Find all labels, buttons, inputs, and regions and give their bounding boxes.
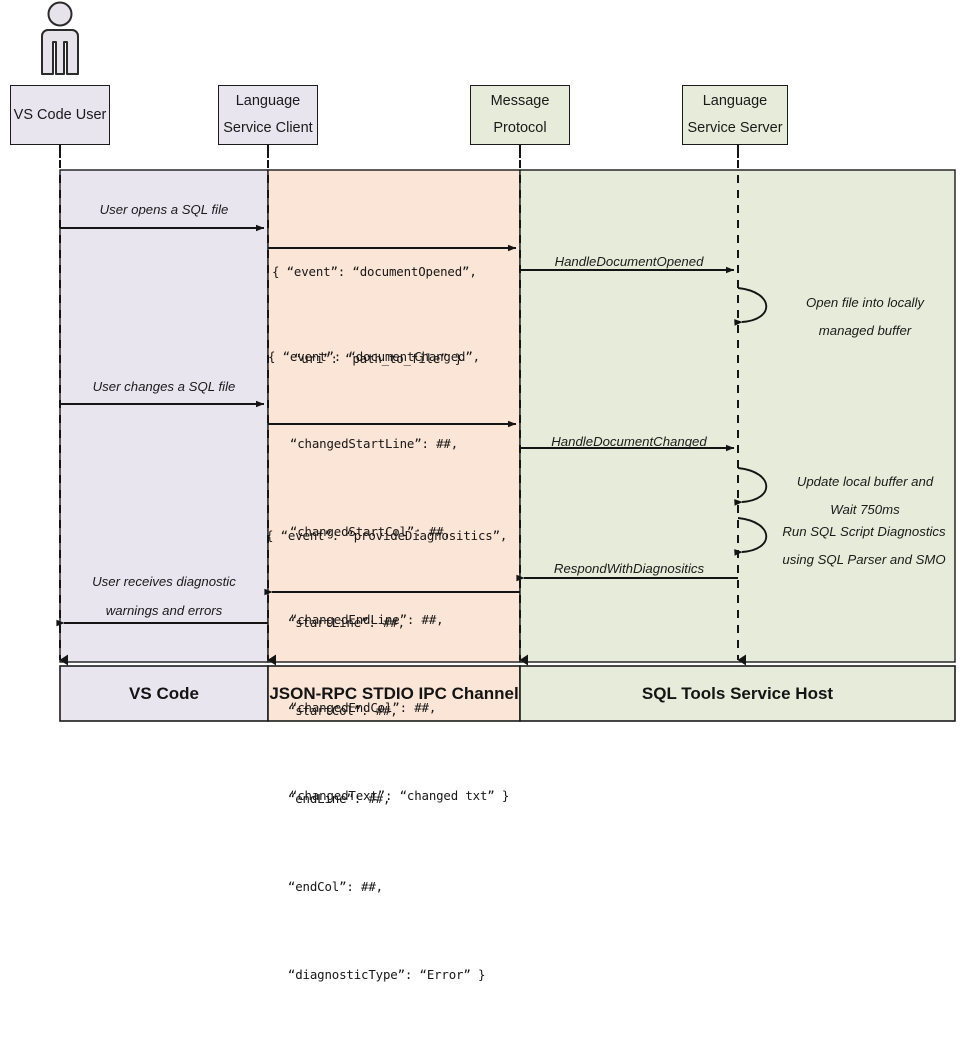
payload-line: “changedEndLine”: ##, [268,611,444,627]
band-label-text: JSON-RPC STDIO IPC Channel [269,683,519,703]
footer-label-sql-tools-service-host: SQL Tools Service Host [520,666,955,721]
label-text: HandleDocumentChanged [551,434,707,449]
diagram-graphics [41,1,956,722]
label-handle-document-opened: HandleDocumentOpened [520,252,738,272]
label-text-line2: warnings and errors [105,603,223,619]
payload-line: “changedStartLine”: ##, [268,436,459,452]
band-json-rpc [267,169,521,663]
note-run-sql-diagnostics: Run SQL Script Diagnostics using SQL Par… [764,518,962,575]
lifelines [59,145,746,666]
participant-label-line1: Language [235,93,301,110]
participant-vs-code-user[interactable]: VS Code User [10,85,110,145]
note-line2: using SQL Parser and SMO [782,552,946,568]
participant-label-line2: Service Client [223,120,313,136]
self-loop-update-buffer [734,467,768,506]
participant-label-line2: Protocol [493,120,547,136]
footer-bands [59,665,956,722]
self-loop-open-file [734,287,768,326]
payload-line: “startCol”: ##, [266,703,398,719]
participant-language-service-server[interactable]: Language Service Server [682,85,788,145]
self-loop-run-diagnostics [734,517,768,556]
footer-label-vs-code: VS Code [60,666,268,721]
lifeline-stubs [59,145,739,158]
sequence-diagram-canvas: VS Code User Language Service Client Mes… [10,1,962,982]
label-respond-with-diagnostics: RespondWithDiagnositics [520,559,738,579]
payload-line: { “event”: “documentOpened”, [272,263,477,279]
note-line2: Wait 750ms [830,502,900,518]
label-handle-document-changed: HandleDocumentChanged [520,432,738,452]
participant-label-line1: Language [702,93,768,110]
label-text: RespondWithDiagnositics [553,561,705,576]
band-vs-code [59,169,269,663]
payload-line: { “event”: “provideDiagnositics”, [266,527,508,543]
payload-line: “changedStartCol”: ##, [268,524,451,540]
participant-label-line2: Service Server [687,120,783,136]
stick-figure-icon [41,1,79,75]
label-text: HandleDocumentOpened [554,254,704,269]
payload-line: “startLine”: ##, [266,615,405,631]
payload-line: “diagnosticType”: “Error” } [266,966,486,982]
band-label-text: VS Code [129,683,199,703]
payload-line: “changedEndCol”: ##, [268,699,437,715]
note-update-buffer-wait: Update local buffer and Wait 750ms [770,468,960,525]
note-open-file-into-buffer: Open file into locally managed buffer [770,289,960,346]
payload-provide-diagnostics: { “event”: “provideDiagnositics”, “start… [266,462,507,1047]
band-label-text: SQL Tools Service Host [641,683,834,703]
label-text: User changes a SQL file [92,379,236,394]
payload-line: { “event”: “documentChanged”, [268,348,480,364]
note-line1: Update local buffer and [796,474,934,489]
label-user-changes-sql-file: User changes a SQL file [60,377,268,397]
participant-label-line1: Message [490,93,550,110]
participant-language-service-client[interactable]: Language Service Client [218,85,318,145]
note-line1: Open file into locally [805,295,925,310]
label-text-line1: User receives diagnostic [92,574,236,589]
payload-line: “uri”: “path_to_file” } [272,351,463,367]
payload-line: “endCol”: ##, [266,878,383,894]
participant-message-protocol[interactable]: Message Protocol [470,85,570,145]
participant-label-line1: VS Code User [13,106,107,123]
note-line2: managed buffer [818,323,912,339]
label-user-opens-sql-file: User opens a SQL file [60,200,268,220]
label-user-receives-diagnostics: User receives diagnostic warnings and er… [60,572,268,622]
payload-line: “endLine”: ##, [266,790,391,806]
footer-label-json-rpc-stdio-ipc-channel: JSON-RPC STDIO IPC Channel [268,666,520,721]
note-line1: Run SQL Script Diagnostics [782,524,946,539]
payload-document-opened: { “event”: “documentOpened”, “uri”: “pat… [272,198,477,432]
label-text: User opens a SQL file [99,202,229,217]
